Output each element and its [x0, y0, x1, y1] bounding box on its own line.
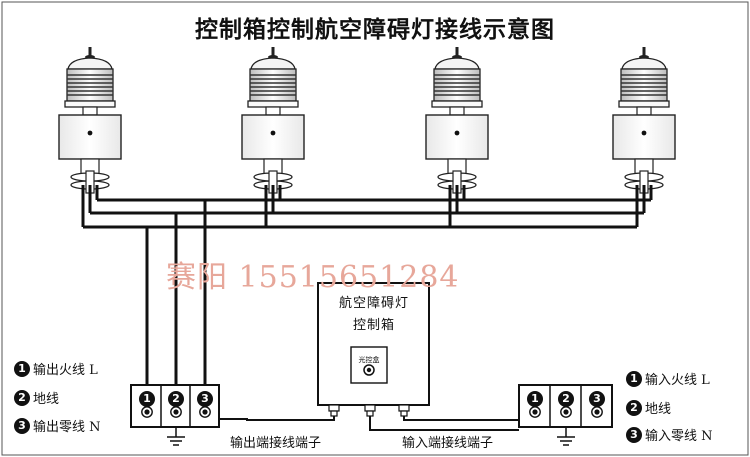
legend-left-item-1: 1 输出火线 L [14, 359, 98, 378]
input-terminal-label: 输入端接线端子 [402, 436, 494, 451]
output-terminal-3: 3 [197, 387, 216, 407]
legend-number: 3 [14, 417, 30, 434]
control-box-title-line2: 控制箱 [352, 318, 395, 333]
obstruction-light-3 [425, 46, 489, 194]
box-wires [219, 416, 519, 431]
control-box-title-line1: 航空障碍灯 [338, 296, 409, 311]
obstruction-light-1 [58, 46, 122, 194]
legend-text: 地线 [645, 402, 672, 417]
terminal-number: 2 [558, 391, 574, 407]
input-terminal-1: 1 [527, 387, 546, 407]
diagram-title: 控制箱控制航空障碍灯接线示意图 [195, 16, 555, 43]
legend-text: 输入火线 L [645, 373, 710, 388]
lamp-bus-wires [81, 185, 653, 385]
legend-text: 输出火线 L [33, 363, 98, 378]
legend-number: 3 [626, 426, 642, 443]
cable-gland-icon [328, 404, 410, 417]
control-box [317, 282, 430, 417]
obstruction-light-2 [241, 46, 305, 194]
photo-sensor-label: 光控盒 [358, 356, 380, 364]
terminal-number: 3 [197, 391, 213, 407]
watermark: 赛阳 15515651284 [166, 260, 460, 295]
legend-left-item-2: 2 地线 [14, 388, 59, 407]
legend-text: 地线 [33, 392, 60, 407]
terminal-number: 1 [527, 391, 543, 407]
obstruction-light-4 [612, 46, 676, 194]
ground-symbol-icon [556, 426, 576, 446]
legend-right-item-3: 3 输入零线 N [626, 425, 713, 444]
legend-right-item-1: 1 输入火线 L [626, 369, 710, 388]
legend-number: 1 [626, 370, 642, 387]
output-terminal-label: 输出端接线端子 [230, 436, 322, 451]
terminal-number: 3 [589, 391, 605, 407]
input-terminal-2: 2 [558, 387, 577, 407]
legend-left-item-3: 3 输出零线 N [14, 416, 101, 435]
terminal-number: 1 [139, 391, 155, 407]
input-terminal-3: 3 [589, 387, 608, 407]
output-terminal-1: 1 [139, 387, 158, 407]
legend-number: 2 [14, 389, 30, 406]
legend-number: 2 [626, 399, 642, 416]
legend-right-item-2: 2 地线 [626, 398, 671, 417]
photo-sensor-icon [363, 364, 375, 376]
legend-number: 1 [14, 360, 30, 377]
output-terminal-2: 2 [168, 387, 187, 407]
legend-text: 输入零线 N [645, 429, 713, 444]
legend-text: 输出零线 N [33, 420, 101, 435]
ground-symbol-icon [166, 426, 186, 446]
terminal-number: 2 [168, 391, 184, 407]
